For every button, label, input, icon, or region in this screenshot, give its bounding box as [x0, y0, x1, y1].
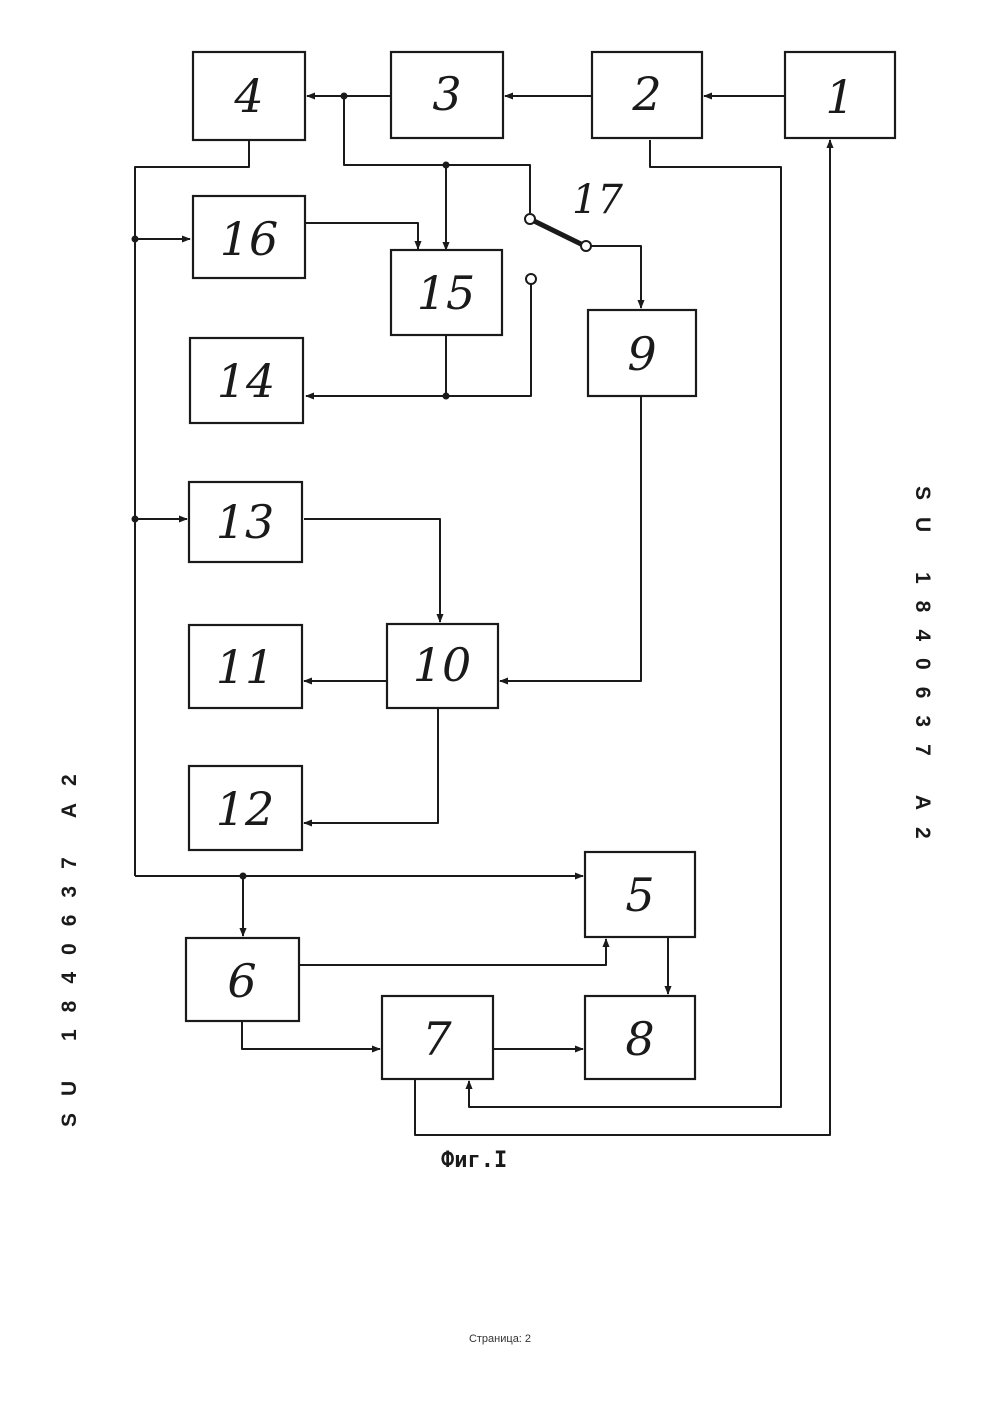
arrow-9-to-10 — [500, 396, 641, 681]
block-15: 15 — [391, 250, 502, 335]
block-6-label: 6 — [227, 954, 256, 1008]
block-14: 14 — [190, 338, 303, 423]
patent-number-left: SU 1840637 A2 — [58, 757, 82, 1127]
figure-caption: Фиг.I — [441, 1148, 507, 1173]
switch-contact-a — [581, 241, 591, 251]
block-8: 8 — [585, 996, 695, 1079]
junction-dot — [443, 393, 450, 400]
switch-contact-b — [526, 274, 536, 284]
junction-dot — [341, 93, 348, 100]
block-9: 9 — [588, 310, 696, 396]
junction-dot — [132, 516, 139, 523]
block-2-label: 2 — [631, 67, 661, 121]
arrow-6-to-5 — [300, 939, 606, 965]
arrow-2-to-7 — [469, 140, 781, 1107]
block-5: 5 — [585, 852, 695, 937]
junction-dot — [443, 162, 450, 169]
block-4: 4 — [193, 52, 305, 140]
block-13: 13 — [189, 482, 302, 562]
block-13-label: 13 — [216, 495, 275, 549]
block-10-label: 10 — [413, 638, 472, 692]
block-4-label: 4 — [233, 69, 263, 123]
patent-number-right: SU 1840637 A2 — [910, 486, 934, 856]
arrow-10-to-12 — [304, 709, 438, 823]
block-2: 2 — [592, 52, 702, 138]
block-7: 7 — [382, 996, 493, 1079]
block-16: 16 — [193, 196, 305, 278]
arrow-6-to-7 — [242, 1021, 380, 1049]
junction-dot — [240, 873, 247, 880]
junction-dot — [132, 236, 139, 243]
block-15-label: 15 — [417, 266, 476, 320]
block-11: 11 — [189, 625, 302, 708]
block-5-label: 5 — [625, 868, 654, 922]
block-8-label: 8 — [625, 1012, 654, 1066]
blocks: 1 2 3 4 16 15 9 14 — [186, 52, 895, 1079]
block-12-label: 12 — [216, 782, 275, 836]
block-1: 1 — [785, 52, 895, 138]
arrow-15-to-14 — [306, 335, 446, 396]
arrow-16-to-15 — [306, 223, 418, 249]
block-7-label: 7 — [422, 1012, 452, 1066]
block-9-label: 9 — [627, 327, 656, 381]
arrow-switch-to-9 — [587, 246, 641, 308]
block-3: 3 — [391, 52, 503, 138]
block-1-label: 1 — [825, 70, 854, 124]
block-3-label: 3 — [432, 67, 461, 121]
block-11-label: 11 — [216, 640, 275, 694]
block-14-label: 14 — [217, 354, 276, 408]
arrow-13-to-10 — [304, 519, 440, 622]
page-footer: Страница: 2 — [0, 1333, 1000, 1345]
switch-17: 17 — [525, 177, 623, 284]
block-16-label: 16 — [220, 212, 279, 266]
block-6: 6 — [186, 938, 299, 1021]
block-10: 10 — [387, 624, 498, 708]
switch-label: 17 — [572, 177, 623, 223]
switch-pivot — [525, 214, 535, 224]
block-12: 12 — [189, 766, 302, 850]
